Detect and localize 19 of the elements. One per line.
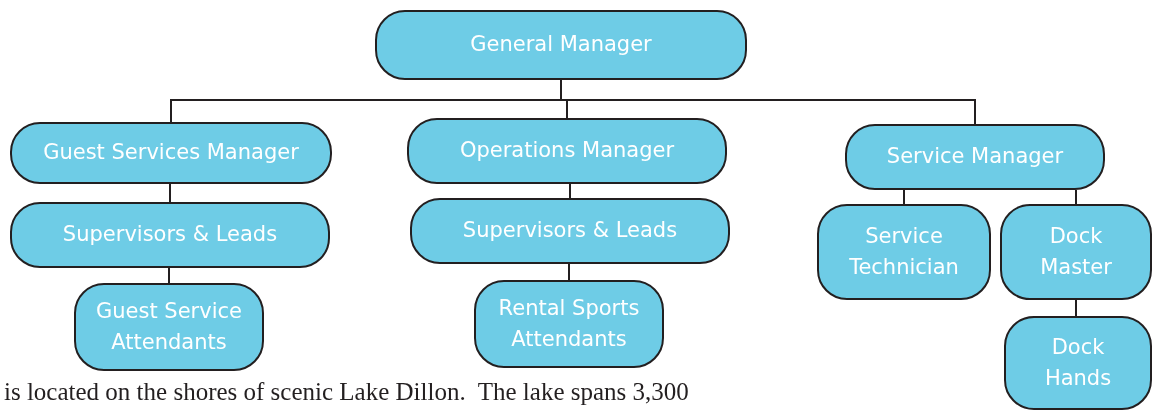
body-text: is located on the shores of scenic Lake Dillon. The lake spans 3,300	[4, 378, 689, 405]
connector-line	[168, 267, 170, 284]
role-box: Dock Hands	[1004, 316, 1152, 410]
role-box: Guest Services Manager	[10, 122, 332, 184]
role-box: Rental Sports Attendants	[474, 280, 664, 368]
connector-line	[1075, 189, 1077, 205]
connector-line	[569, 183, 571, 199]
connector-line	[568, 263, 570, 281]
role-box: Supervisors & Leads	[10, 202, 330, 268]
role-box: Service Technician	[817, 204, 991, 300]
role-box: Service Manager	[845, 124, 1105, 190]
role-box: General Manager	[375, 10, 747, 80]
role-box: Guest Service Attendants	[74, 283, 264, 371]
connector-line	[169, 183, 171, 203]
role-box: Operations Manager	[407, 118, 727, 184]
role-box: Dock Master	[1000, 204, 1152, 300]
connector-line	[1075, 299, 1077, 317]
role-box: Supervisors & Leads	[410, 198, 730, 264]
connector-line	[903, 189, 905, 205]
